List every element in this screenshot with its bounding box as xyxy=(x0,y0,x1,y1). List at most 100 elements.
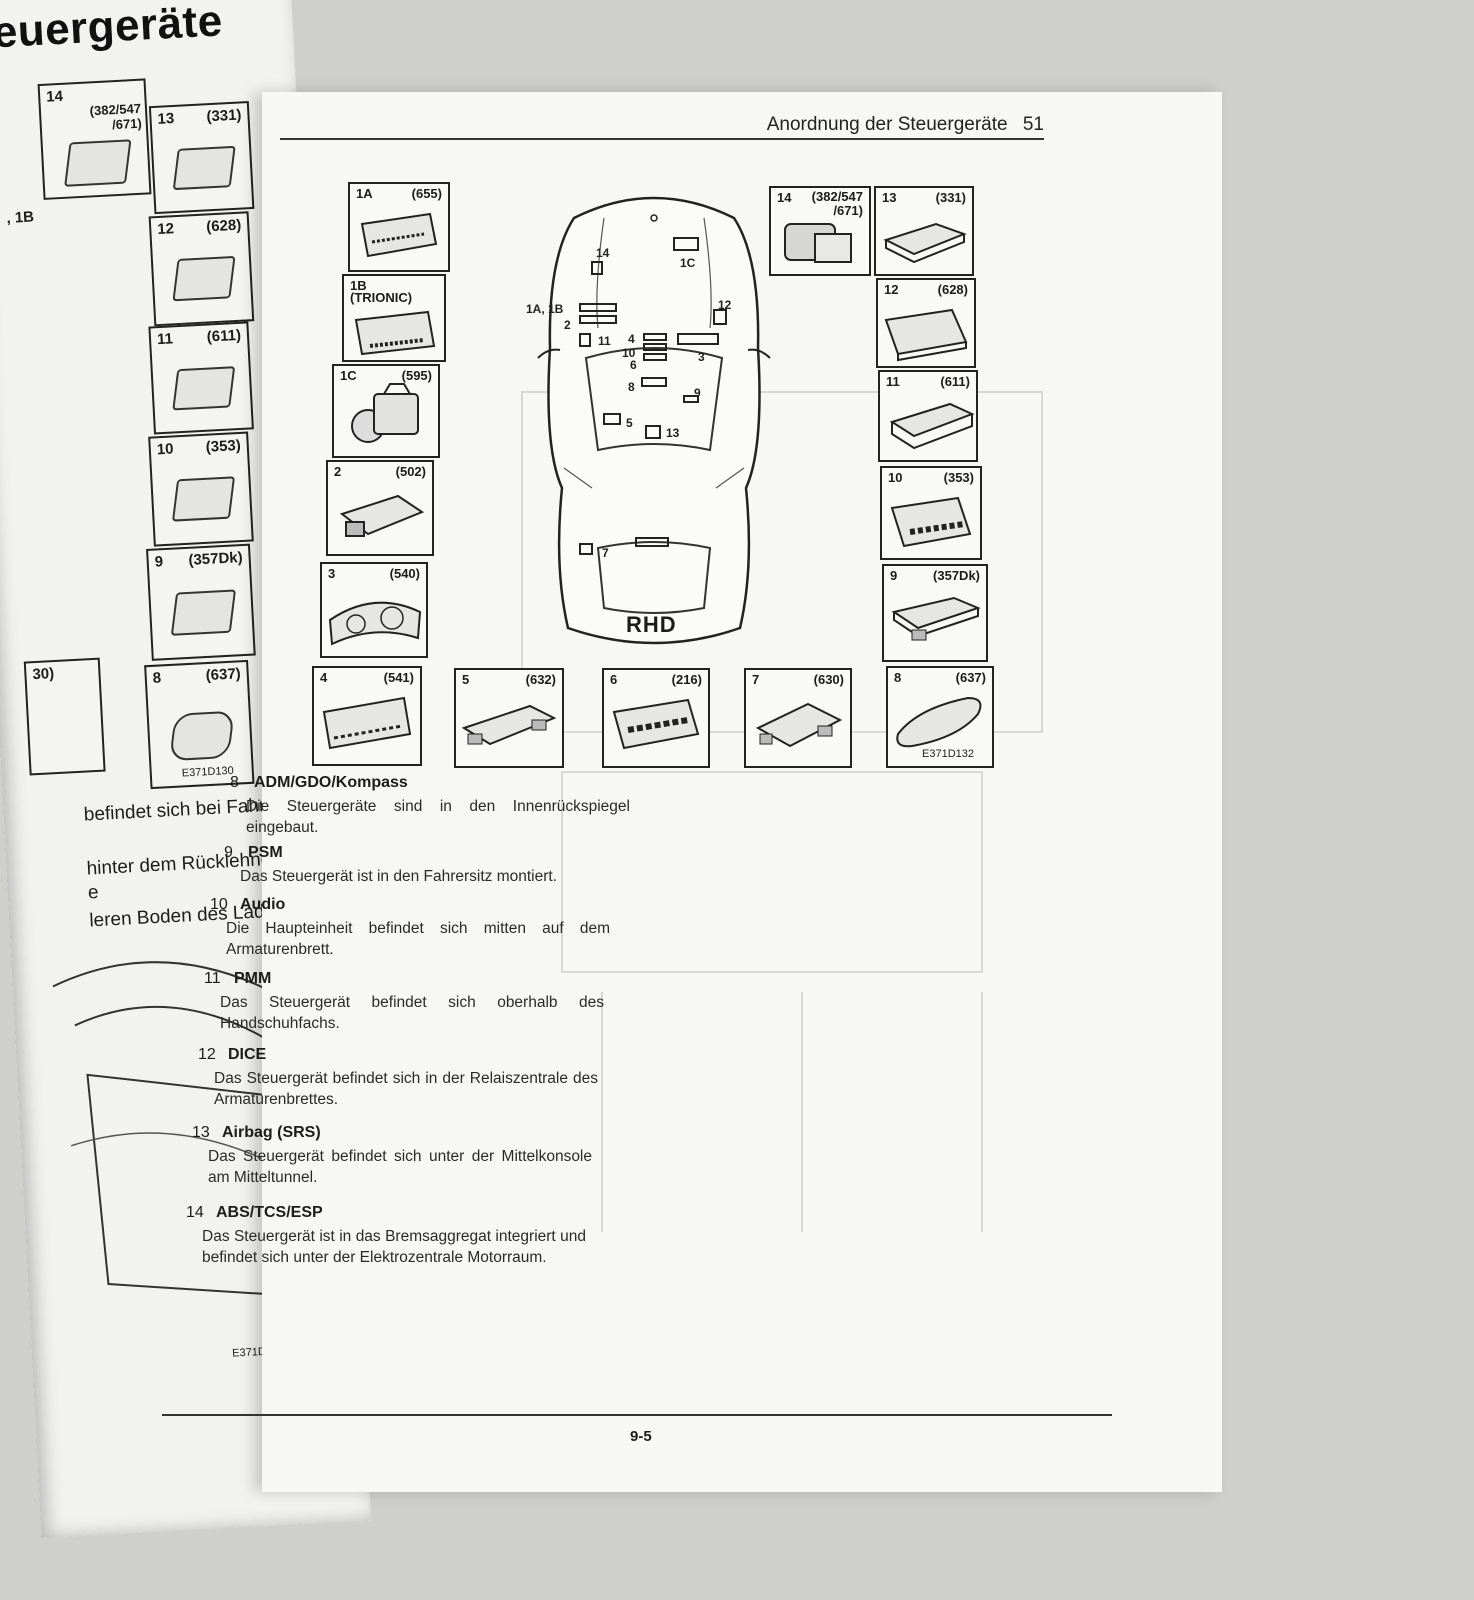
abs-module-icon xyxy=(784,223,852,263)
figure-code: E371D132 xyxy=(922,748,974,760)
psm-module-icon xyxy=(891,596,981,641)
left-ecu-box-14: 14 (382/547 /671) xyxy=(37,78,152,200)
left-ecu-id: 13 xyxy=(157,109,175,128)
ecu-id: 2 xyxy=(334,464,342,479)
left-ecu-id: 11 xyxy=(156,330,174,349)
psm-module-icon xyxy=(170,589,237,636)
ecu-box-4: 4 (541) xyxy=(312,666,422,766)
header-title: Anordnung der Steuergeräte xyxy=(766,114,1008,135)
car-label-5: 5 xyxy=(626,416,633,430)
ecu-box-1c: 1C (595) xyxy=(332,364,440,458)
ecu-box-10: 10 (353) xyxy=(880,466,982,560)
ecu-box-11: 11 (611) xyxy=(878,370,978,462)
ecu-code: (637) xyxy=(955,670,986,685)
ecu-box-1a: 1A (655) xyxy=(348,182,450,272)
pmm-module-icon xyxy=(889,402,975,450)
entry-title: DICE xyxy=(228,1046,267,1063)
ecu-box-5: 5 (632) xyxy=(454,668,564,768)
car-label-12: 12 xyxy=(718,298,732,312)
ecu-id: 12 xyxy=(884,282,899,297)
ecu-code: (216) xyxy=(671,672,702,687)
rearview-mirror-icon xyxy=(896,696,982,748)
entry-number: 12 xyxy=(198,1046,216,1063)
entry-11: 11 PMM Das Steuergerät befindet sich ober… xyxy=(204,970,604,1034)
module-541-icon xyxy=(322,696,412,750)
car-label-9: 9 xyxy=(694,386,701,400)
car-label-4: 4 xyxy=(628,332,635,346)
ecu-id: 1C xyxy=(340,368,357,383)
ecu-id: 9 xyxy=(890,568,898,583)
left-ecu-id: 12 xyxy=(156,220,175,239)
header-page-number: 51 xyxy=(1022,114,1044,135)
entry-title: Audio xyxy=(240,896,286,913)
ecu-code: (595) xyxy=(401,368,432,383)
left-ecu-box-7: 30) xyxy=(23,657,106,776)
ecu-id: 14 xyxy=(777,190,792,205)
entry-number: 11 xyxy=(204,970,221,987)
ecu-box-9: 9 (357Dk) xyxy=(882,564,988,662)
audio-module-icon xyxy=(890,496,972,548)
ecu-box-6: 6 (216) xyxy=(602,668,710,768)
airbag-module-icon xyxy=(883,222,967,264)
ecu-code: (655) xyxy=(411,186,442,201)
abs-module-icon xyxy=(63,139,132,188)
rhd-label: RHD xyxy=(626,612,677,637)
ecu-code: (353) xyxy=(943,470,974,485)
pmm-module-icon xyxy=(172,365,236,411)
car-label-1a-1b: 1A, 1B xyxy=(526,302,564,316)
ecu-id: 5 xyxy=(462,672,470,687)
ecu-code: (632) xyxy=(525,672,556,687)
entry-title: ABS/TCS/ESP xyxy=(216,1204,323,1221)
left-ecu-code: 30) xyxy=(32,665,55,684)
entry-number: 9 xyxy=(224,844,233,861)
ecu-id: 8 xyxy=(894,670,902,685)
left-ecu-id: 10 xyxy=(156,440,174,459)
ecu-id: 13 xyxy=(882,190,897,205)
ecu-id: 1B xyxy=(350,278,367,293)
car-label-2: 2 xyxy=(564,318,571,332)
car-label-8: 8 xyxy=(628,380,635,394)
engine-ecu-icon xyxy=(360,212,438,258)
entry-text: Die Haupteinheit befindet sich mitten au… xyxy=(226,920,610,958)
car-label-10: 10 xyxy=(622,346,636,360)
car-label-6: 6 xyxy=(630,358,637,372)
car-label-7: 7 xyxy=(602,546,609,560)
ecu-box-8: 8 (637) E371D132 xyxy=(886,666,994,768)
ecu-code: (331) xyxy=(935,190,966,205)
left-text-line: e xyxy=(87,882,100,904)
left-ecu-box-11: 11 (611) xyxy=(148,321,254,435)
entry-title: PMM xyxy=(234,970,272,987)
ecu-id: 6 xyxy=(610,672,618,687)
entry-title: PSM xyxy=(248,844,283,861)
entry-text: Das Steuergerät ist in das Bremsaggregat… xyxy=(202,1228,586,1266)
ecu-box-1b: 1B (TRIONIC) xyxy=(342,274,446,362)
entry-number: 13 xyxy=(192,1124,210,1141)
left-ecu-code: (353) xyxy=(205,436,242,456)
left-ecu-code: (357Dk) xyxy=(188,549,244,569)
ecu-id: 11 xyxy=(886,374,900,389)
footer-page-number: 9-5 xyxy=(630,1428,652,1445)
dice-module-icon xyxy=(884,308,968,362)
entry-title: ADM/GDO/Kompass xyxy=(254,774,408,791)
car-top-view-drawing xyxy=(537,196,771,645)
left-ecu-code: (637) xyxy=(205,665,242,685)
ecu-box-7: 7 (630) xyxy=(744,668,852,768)
module-502-icon xyxy=(339,494,425,537)
ecu-id: 4 xyxy=(320,670,328,685)
ecu-code: (541) xyxy=(383,670,414,685)
left-ecu-box-13: 13 (331) xyxy=(148,101,255,215)
entry-text: Das Steuergerät befindet sich oberhalb d… xyxy=(220,994,604,1032)
ecu-box-2: 2 (502) xyxy=(326,460,434,556)
ecu-code: (357Dk) xyxy=(933,568,980,583)
left-ecu-box-9: 9 (357Dk) xyxy=(146,543,256,661)
entry-text: Das Steuergerät befindet sich unter der … xyxy=(208,1148,592,1186)
left-ecu-code: (382/547 /671) xyxy=(89,100,143,133)
left-ecu-code: (628) xyxy=(205,216,242,236)
left-ecu-code: (611) xyxy=(206,326,242,346)
left-ecu-id: 14 xyxy=(45,87,64,106)
entry-text: Das Steuergerät ist in den Fahrersitz mo… xyxy=(240,868,558,885)
ecu-code: (TRIONIC) xyxy=(350,290,413,305)
